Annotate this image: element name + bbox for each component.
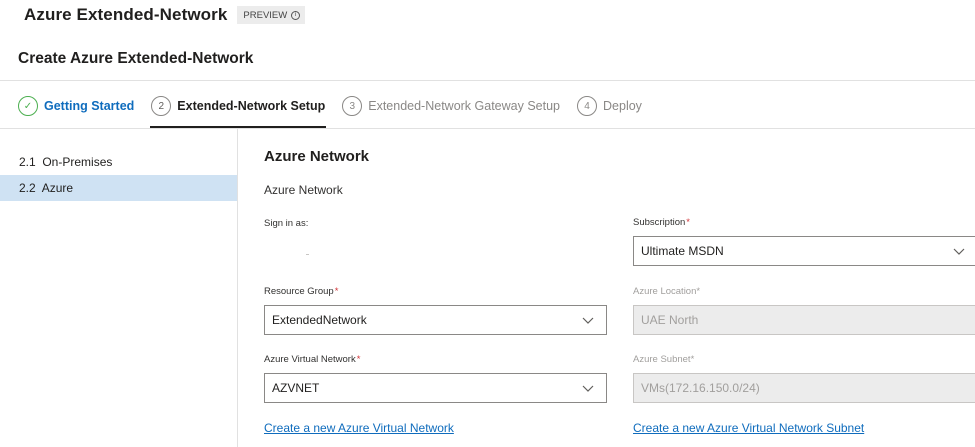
step-number: 3 (342, 96, 363, 116)
subscription-select[interactable]: Ultimate MSDN (633, 236, 975, 266)
azure-subnet-label-text: Azure Subnet (633, 354, 691, 365)
required-marker: * (334, 286, 339, 297)
step-label: Extended-Network Setup (177, 99, 326, 113)
header-divider (0, 80, 975, 81)
azure-subnet-field: VMs(172.16.150.0/24) (633, 373, 975, 403)
subscription-label: Subscription* (633, 217, 690, 228)
preview-label: PREVIEW (243, 9, 288, 21)
steps-divider (0, 128, 975, 129)
subscription-value: Ultimate MSDN (641, 244, 724, 258)
virtual-network-label-text: Azure Virtual Network (264, 354, 356, 365)
step-extended-network-setup[interactable]: 2 Extended-Network Setup (150, 94, 327, 128)
resource-group-label-text: Resource Group (264, 286, 334, 297)
sidebar-item-azure[interactable]: 2.2 Azure (0, 175, 237, 201)
preview-badge[interactable]: PREVIEW i (237, 6, 306, 24)
signin-label: Sign in as: (264, 218, 309, 229)
wizard-steps: ✓ Getting Started 2 Extended-Network Set… (18, 94, 659, 130)
virtual-network-label: Azure Virtual Network* (264, 354, 360, 365)
checkmark-icon: ✓ (18, 96, 38, 116)
sidebar-item-label: 2.2 Azure (19, 181, 74, 195)
azure-location-label-text: Azure Location (633, 286, 697, 297)
azure-subnet-value: VMs(172.16.150.0/24) (641, 381, 760, 395)
resource-group-select[interactable]: ExtendedNetwork (264, 305, 607, 335)
azure-location-field: UAE North (633, 305, 975, 335)
step-label: Getting Started (44, 99, 135, 113)
resource-group-value: ExtendedNetwork (272, 313, 367, 327)
step-label: Extended-Network Gateway Setup (368, 99, 561, 113)
virtual-network-select[interactable]: AZVNET (264, 373, 607, 403)
signin-value (306, 254, 309, 255)
step-gateway-setup[interactable]: 3 Extended-Network Gateway Setup (342, 94, 560, 118)
required-marker: * (696, 286, 701, 297)
subscription-label-text: Subscription (633, 217, 686, 228)
step-number: 2 (151, 96, 172, 116)
chevron-down-icon (582, 385, 594, 392)
chevron-down-icon (953, 248, 965, 255)
virtual-network-value: AZVNET (272, 381, 320, 395)
create-virtual-network-link[interactable]: Create a new Azure Virtual Network (264, 421, 454, 435)
step-number: 4 (577, 96, 598, 116)
info-icon: i (291, 10, 301, 20)
app-title: Azure Extended-Network (24, 5, 228, 24)
step-label: Deploy (603, 99, 642, 113)
required-marker: * (356, 354, 361, 365)
title-row: Azure Extended-Network PREVIEW i (24, 5, 306, 25)
azure-subnet-label: Azure Subnet* (633, 354, 694, 365)
chevron-down-icon (582, 317, 594, 324)
sidebar-item-label: 2.1 On-Premises (19, 155, 113, 169)
step-getting-started[interactable]: ✓ Getting Started (18, 94, 134, 118)
required-marker: * (686, 217, 690, 228)
azure-location-label: Azure Location* (633, 286, 700, 297)
step-deploy[interactable]: 4 Deploy (577, 94, 642, 118)
section-subtitle: Azure Network (264, 183, 343, 197)
section-title: Azure Network (264, 148, 370, 165)
create-subnet-link[interactable]: Create a new Azure Virtual Network Subne… (633, 421, 865, 435)
page-title: Create Azure Extended-Network (18, 50, 254, 67)
azure-location-value: UAE North (641, 313, 699, 327)
required-marker: * (690, 354, 695, 365)
sidebar: 2.1 On-Premises 2.2 Azure (0, 129, 238, 447)
sidebar-item-on-premises[interactable]: 2.1 On-Premises (0, 149, 237, 175)
resource-group-label: Resource Group* (264, 286, 338, 297)
